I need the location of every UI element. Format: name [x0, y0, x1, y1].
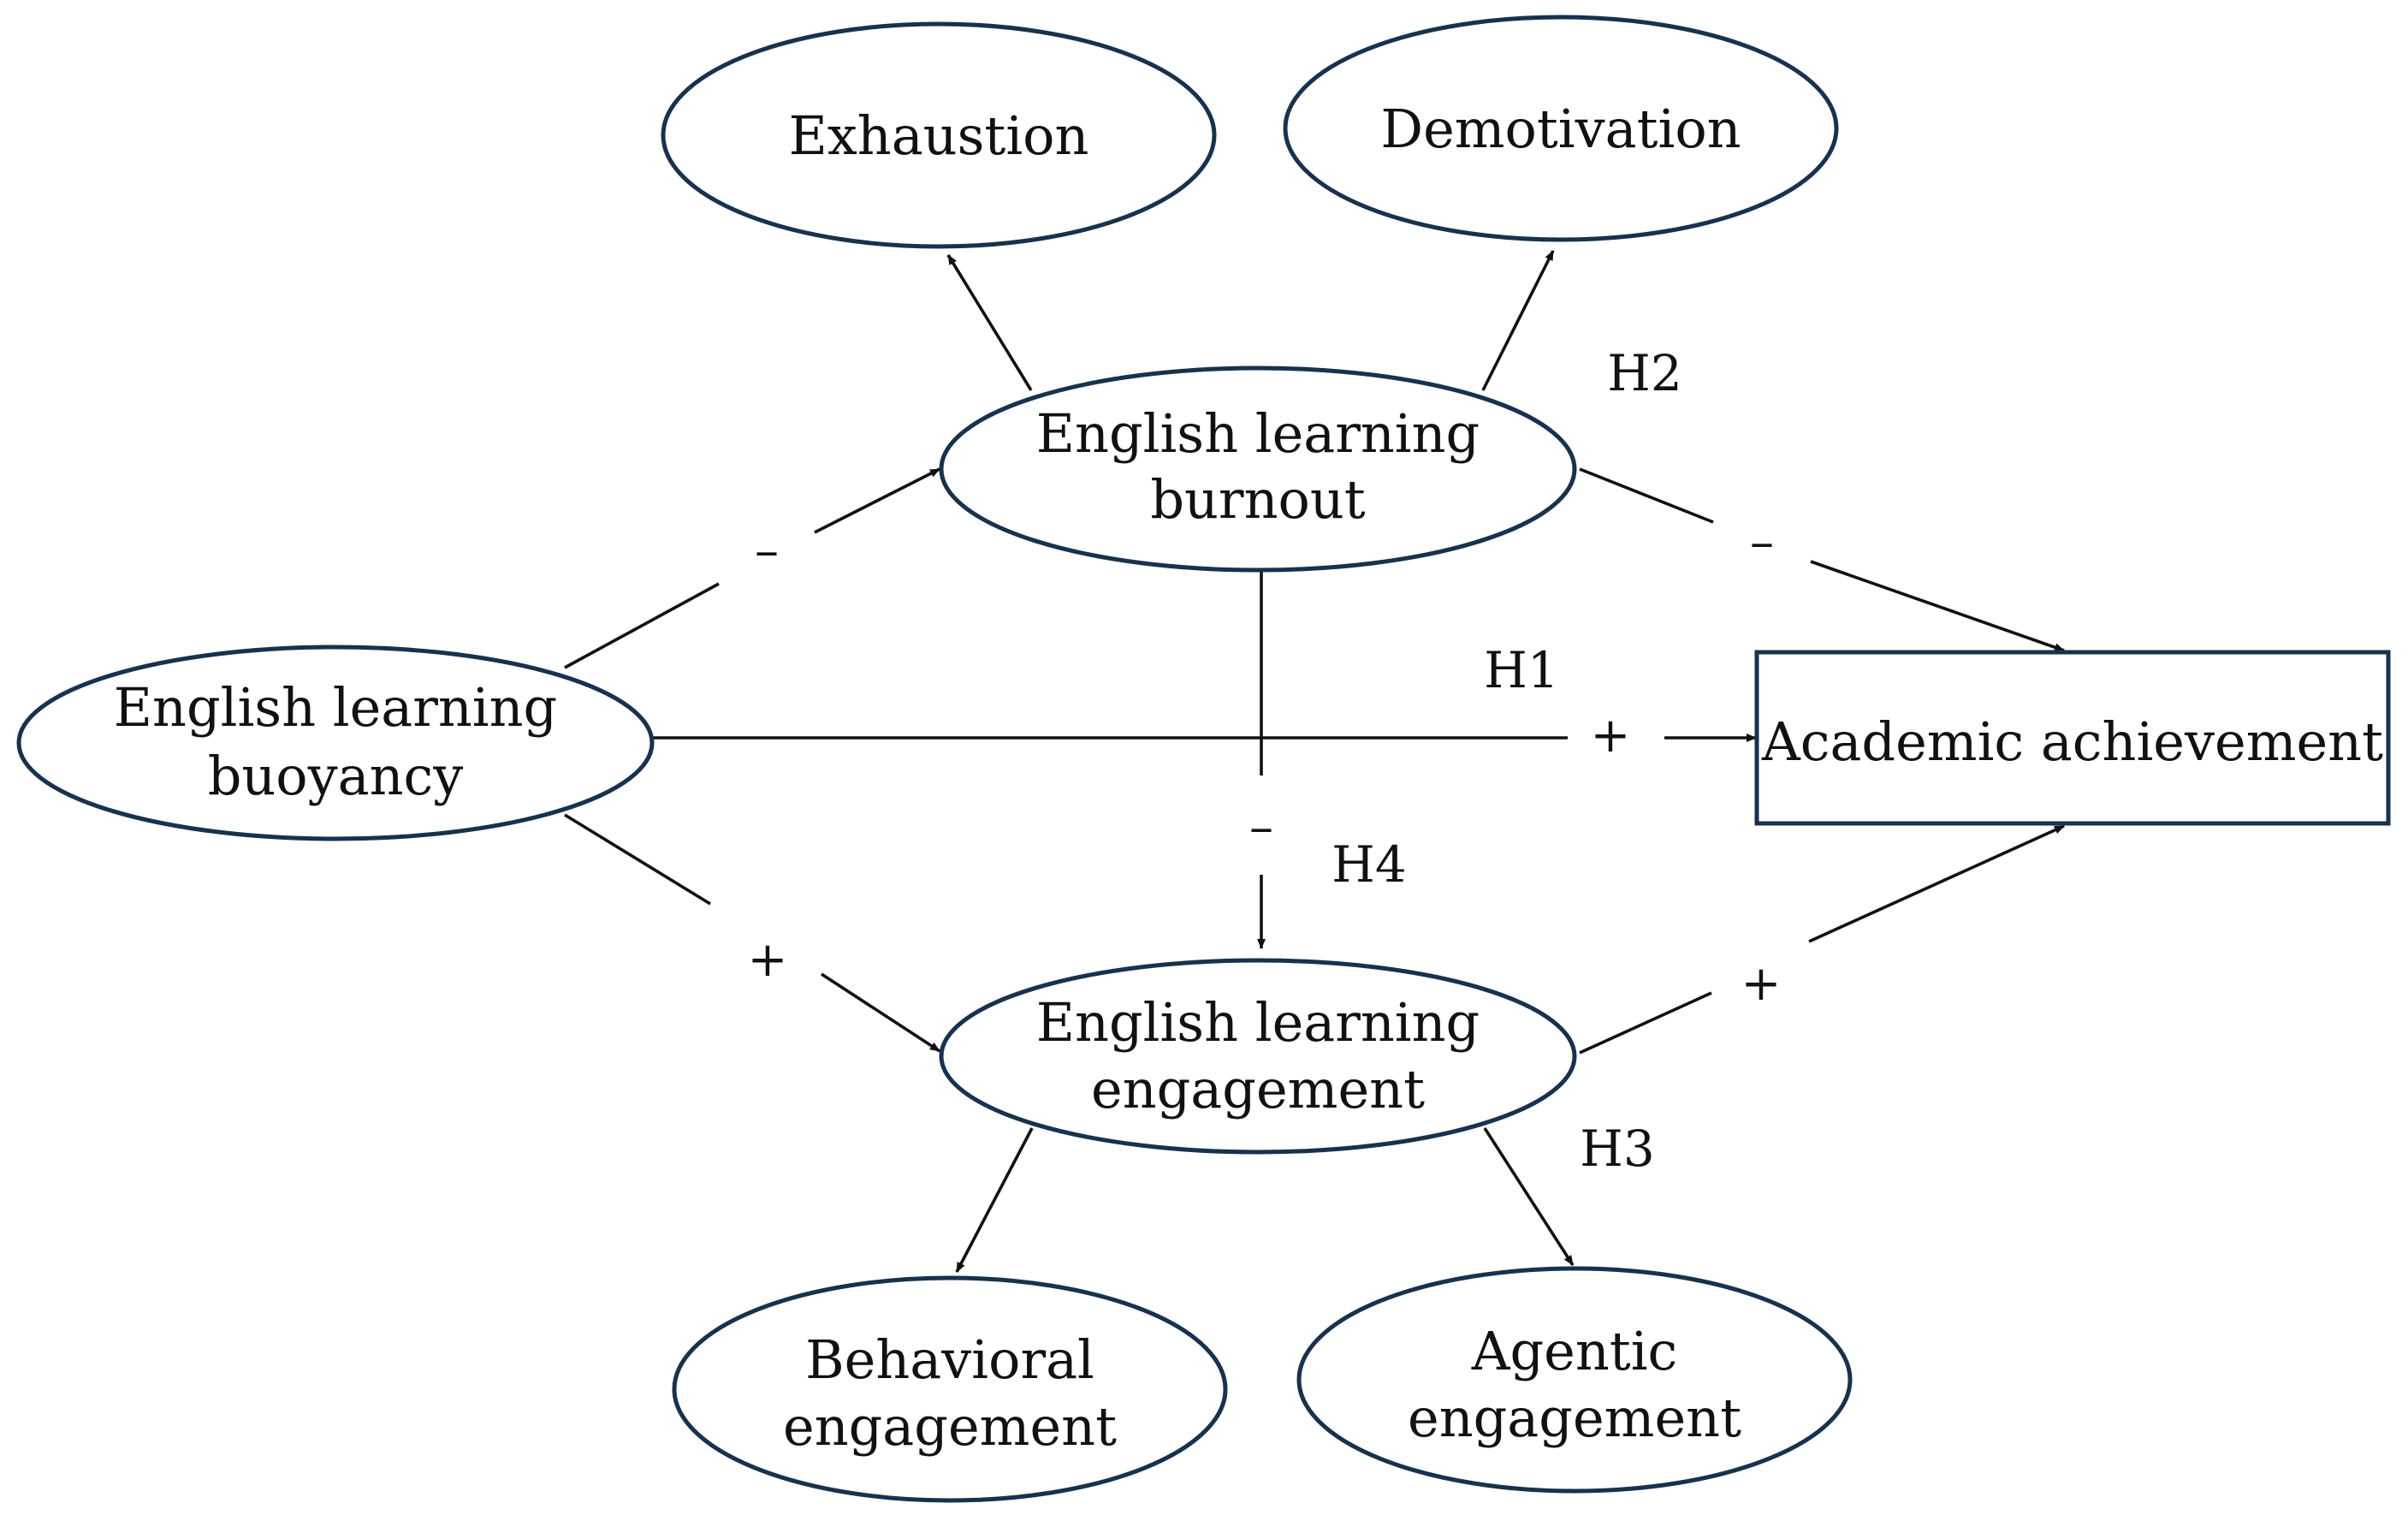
- node-behavioral-label-line1: Behavioral: [805, 1328, 1094, 1391]
- edge-buoyancy-to-burnout-tail: [564, 582, 720, 669]
- node-exhaustion: Exhaustion: [661, 21, 1217, 249]
- edge-engagement-to-agentic: [1483, 1127, 1575, 1266]
- node-behavioral-label-line2: engagement: [783, 1395, 1117, 1458]
- node-engagement-label-line2: engagement: [1091, 1058, 1425, 1120]
- node-engagement: English learning engagement: [939, 958, 1577, 1155]
- edge-engagement-to-behavioral: [955, 1127, 1034, 1273]
- node-engagement-label-line1: English learning: [1036, 991, 1480, 1054]
- node-agentic-label-line2: engagement: [1408, 1387, 1741, 1449]
- sign-burnout-engagement: –: [1249, 799, 1273, 855]
- node-burnout: English learning burnout: [939, 365, 1577, 573]
- sign-burnout-achievement: –: [1750, 514, 1774, 570]
- node-agentic-label-line1: Agentic: [1471, 1320, 1678, 1382]
- edge-burnout-to-demotivation: [1481, 250, 1555, 391]
- edge-buoyancy-to-burnout-head: [814, 467, 940, 534]
- edge-burnout-to-achievement-head: [1810, 560, 2065, 652]
- node-agentic-engagement: Agentic engagement: [1296, 1266, 1853, 1494]
- edge-engagement-to-achievement-tail: [1579, 991, 1712, 1055]
- edge-buoyancy-to-engagement-tail: [564, 813, 711, 906]
- node-academic-achievement: Academic achievement: [1754, 650, 2391, 826]
- hypothesis-label-h1: H1: [1484, 641, 1558, 699]
- node-buoyancy-label-line1: English learning: [114, 676, 558, 739]
- edge-burnout-to-achievement-tail: [1579, 467, 1714, 524]
- hypothesis-label-h3: H3: [1580, 1120, 1654, 1178]
- node-behavioral-engagement: Behavioral engagement: [672, 1275, 1228, 1503]
- node-buoyancy: English learning buoyancy: [16, 645, 655, 841]
- node-demotivation-label: Demotivation: [1380, 98, 1741, 160]
- node-demotivation: Demotivation: [1283, 15, 1839, 242]
- node-buoyancy-label-line2: buoyancy: [208, 745, 464, 807]
- node-burnout-label-line2: burnout: [1150, 468, 1365, 531]
- edge-burnout-to-exhaustion: [946, 254, 1033, 391]
- hypothesis-label-h2: H2: [1607, 344, 1681, 402]
- sign-engagement-achievement: +: [1741, 956, 1782, 1012]
- node-achievement-label: Academic achievement: [1761, 710, 2383, 773]
- node-burnout-label-line1: English learning: [1036, 402, 1480, 465]
- hypothesis-label-h4: H4: [1332, 835, 1406, 894]
- sign-buoyancy-engagement: +: [748, 932, 788, 988]
- edge-engagement-to-achievement-head: [1808, 824, 2065, 943]
- edge-buoyancy-to-engagement-head: [821, 972, 940, 1053]
- sign-buoyancy-achievement: +: [1591, 708, 1631, 763]
- node-exhaustion-label: Exhaustion: [789, 104, 1089, 167]
- sign-buoyancy-burnout: –: [755, 523, 779, 579]
